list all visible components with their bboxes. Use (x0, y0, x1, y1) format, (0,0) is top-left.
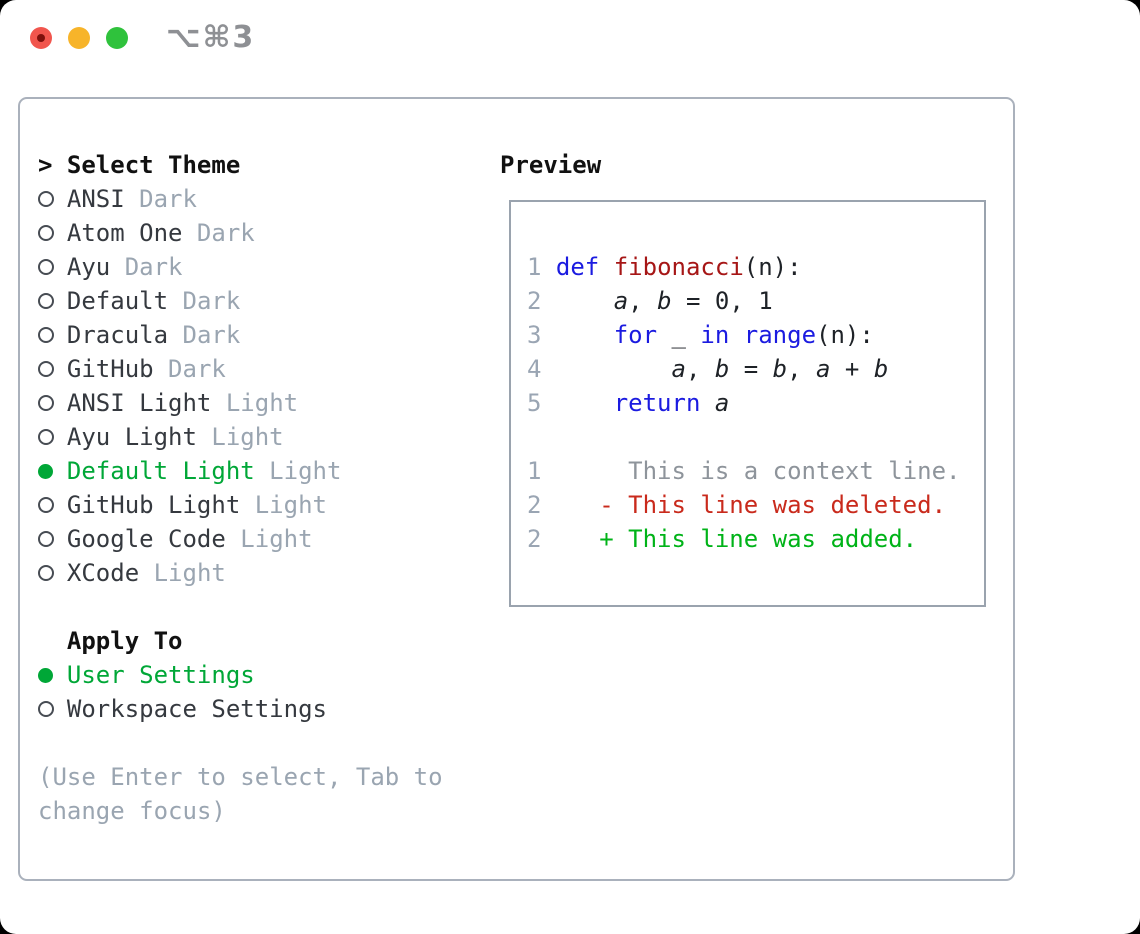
theme-option[interactable]: Dracula Dark (38, 318, 341, 352)
apply-to-title: Apply To (66, 627, 183, 655)
theme-option[interactable]: ANSI Light Light (38, 386, 341, 420)
theme-option[interactable]: ANSI Dark (38, 182, 341, 216)
hint-line-2: change focus) (38, 797, 226, 825)
theme-option[interactable]: GitHub Dark (38, 352, 341, 386)
apply-to-option[interactable]: Workspace Settings (38, 692, 327, 726)
code-line: 1 This is a context line. (527, 457, 961, 485)
radio-icon (38, 531, 67, 547)
theme-option[interactable]: Atom One Dark (38, 216, 341, 250)
preview-box: 1 def fibonacci(n): 2 a, b = 0, 1 3 for _ … (509, 200, 986, 607)
selected-radio-icon (38, 667, 67, 683)
theme-option[interactable]: Google Code Light (38, 522, 341, 556)
radio-icon (38, 395, 67, 411)
code-line: 2 - This line was deleted. (527, 491, 947, 519)
code-line: 2 a, b = 0, 1 (527, 287, 773, 315)
traffic-lights (30, 27, 128, 49)
radio-icon (38, 293, 67, 309)
code-line (527, 420, 984, 454)
radio-icon (38, 191, 67, 207)
theme-option[interactable]: Ayu Dark (38, 250, 341, 284)
code-line: 4 a, b = b, a + b (527, 355, 889, 383)
minimize-window-icon[interactable] (68, 27, 90, 49)
focus-caret-icon: > (38, 151, 53, 179)
radio-icon (38, 497, 67, 513)
radio-icon (38, 565, 67, 581)
theme-option[interactable]: Default Dark (38, 284, 341, 318)
preview-heading: Preview (500, 151, 602, 179)
theme-option[interactable]: Ayu Light Light (38, 420, 341, 454)
code-block: 1 def fibonacci(n): 2 a, b = 0, 1 3 for _ … (511, 202, 984, 556)
code-line: 3 for _ in range(n): (527, 321, 874, 349)
theme-list-header: > Select Theme (38, 148, 341, 182)
hint-line-1: (Use Enter to select, Tab to (38, 763, 443, 791)
close-window-icon[interactable] (30, 27, 52, 49)
window-title: ⌥⌘3 (166, 20, 256, 55)
code-line: 5 return a (527, 389, 730, 417)
theme-option[interactable]: XCode Light (38, 556, 341, 590)
zoom-window-icon[interactable] (106, 27, 128, 49)
radio-icon (38, 429, 67, 445)
code-line: 1 def fibonacci(n): (527, 253, 802, 281)
radio-icon (38, 327, 67, 343)
apply-to-list: Apply To User Settings Workspace Setting… (38, 624, 327, 726)
radio-icon (38, 701, 67, 717)
titlebar: ⌥⌘3 (0, 0, 1140, 76)
apply-to-option[interactable]: User Settings (38, 658, 327, 692)
apply-to-header: Apply To (38, 624, 327, 658)
radio-icon (38, 259, 67, 275)
theme-list: > Select Theme ANSI Dark Atom One Dark Ay… (38, 148, 341, 590)
radio-icon (38, 361, 67, 377)
theme-option[interactable]: GitHub Light Light (38, 488, 341, 522)
theme-option[interactable]: Default Light Light (38, 454, 341, 488)
hint-text: (Use Enter to select, Tab to change focus… (38, 760, 443, 828)
theme-list-title: Select Theme (66, 151, 241, 179)
radio-icon (38, 225, 67, 241)
code-line: 2 + This line was added. (527, 525, 918, 553)
selected-radio-icon (38, 463, 67, 479)
